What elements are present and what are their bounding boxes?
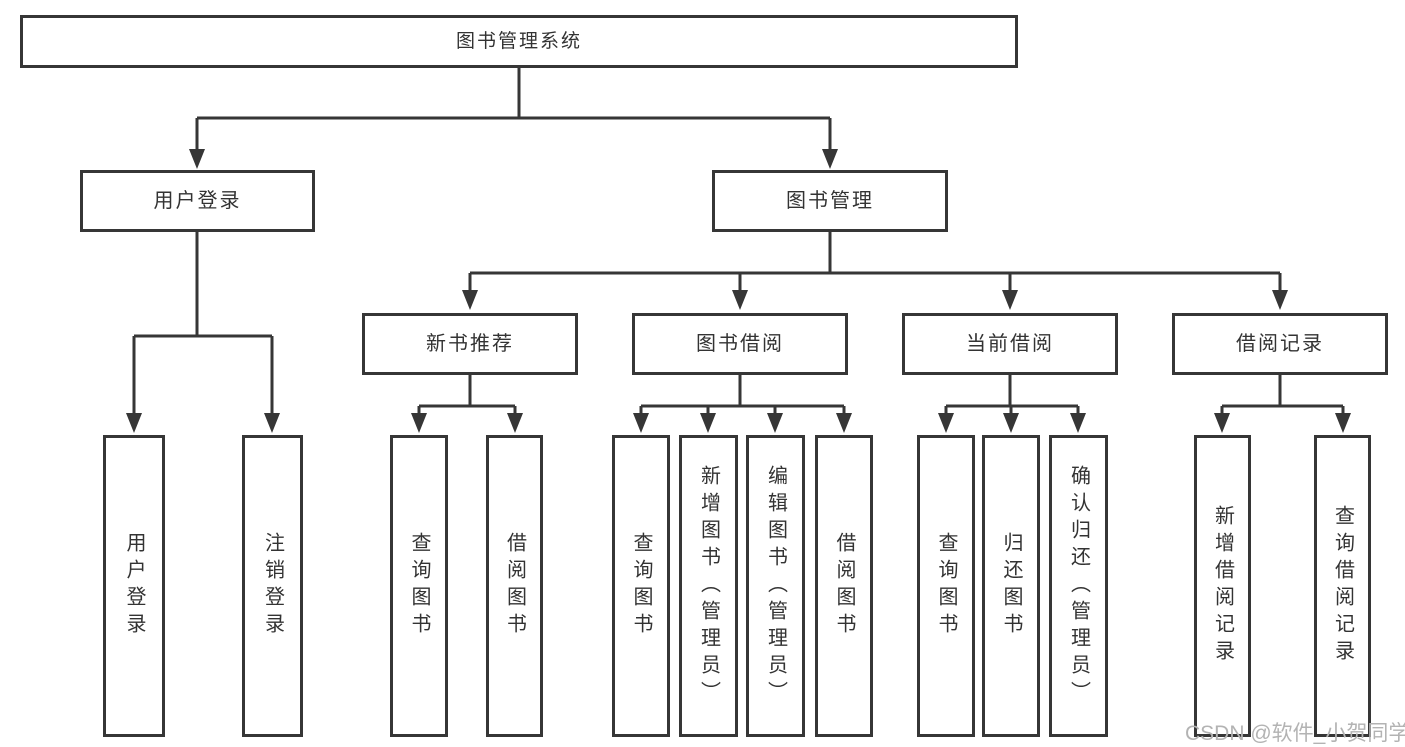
leaf-user-login: 用户登录 (103, 435, 165, 737)
arrowhead (822, 149, 838, 169)
arrowhead (700, 413, 716, 433)
leaf-br-add-record: 新增借阅记录 (1194, 435, 1251, 737)
connector-root-arrowheads (189, 149, 838, 169)
connector-book-management-arrowheads (462, 290, 1288, 310)
connector-current-borrow-children (944, 375, 1080, 415)
arrowhead (1002, 290, 1018, 310)
leaf-bb-edit-books-admin-label: 编辑图书（管理员） (764, 464, 787, 708)
csdn-watermark: CSDN @软件_小贺同学 (1185, 722, 1405, 745)
node-current-borrow-label: 当前借阅 (966, 333, 1054, 355)
node-book-management: 图书管理 (712, 170, 948, 232)
node-book-borrow: 图书借阅 (632, 313, 848, 375)
leaf-bb-query-books-label: 查询图书 (630, 532, 652, 640)
leaf-bb-query-books: 查询图书 (612, 435, 670, 737)
leaf-nbr-query-books-label: 查询图书 (408, 532, 430, 640)
node-user-login-label: 用户登录 (153, 190, 242, 212)
connector-current-borrow-arrowheads (938, 413, 1086, 433)
connector-book-management-children (468, 232, 1282, 292)
node-user-login: 用户登录 (80, 170, 315, 232)
node-book-management-label: 图书管理 (786, 190, 874, 212)
connector-book-borrow-arrowheads (633, 413, 852, 433)
connector-new-book-recommend-children (417, 375, 517, 415)
node-borrow-record-label: 借阅记录 (1236, 333, 1324, 355)
arrowhead (633, 413, 649, 433)
node-new-book-recommend: 新书推荐 (362, 313, 578, 375)
leaf-logout-label: 注销登录 (261, 532, 284, 640)
connector-user-login-arrowheads (126, 413, 280, 433)
connector-borrow-record-arrowheads (1214, 413, 1351, 433)
arrowhead (1003, 413, 1019, 433)
connector-book-borrow-children (639, 375, 846, 415)
arrowhead (1272, 290, 1288, 310)
leaf-bb-edit-books-admin: 编辑图书（管理员） (746, 435, 805, 737)
leaf-user-login-label: 用户登录 (123, 532, 145, 640)
arrowhead (264, 413, 280, 433)
leaf-bb-add-books-admin-label: 新增图书（管理员） (697, 464, 720, 708)
node-borrow-record: 借阅记录 (1172, 313, 1388, 375)
leaf-nbr-borrow-books: 借阅图书 (486, 435, 543, 737)
leaf-nbr-borrow-books-label: 借阅图书 (503, 532, 526, 640)
arrowhead (411, 413, 427, 433)
arrowhead (189, 149, 205, 169)
leaf-nbr-query-books: 查询图书 (390, 435, 448, 737)
node-root-label: 图书管理系统 (455, 31, 582, 52)
arrowhead (126, 413, 142, 433)
leaf-logout: 注销登录 (242, 435, 303, 737)
node-book-borrow-label: 图书借阅 (696, 333, 784, 355)
leaf-bb-borrow-books: 借阅图书 (815, 435, 873, 737)
leaf-cb-confirm-return-admin-label: 确认归还（管理员） (1067, 464, 1090, 708)
arrowhead (507, 413, 523, 433)
connector-borrow-record-children (1220, 375, 1345, 415)
leaf-br-add-record-label: 新增借阅记录 (1211, 505, 1234, 667)
node-new-book-recommend-label: 新书推荐 (426, 333, 514, 355)
leaf-bb-add-books-admin: 新增图书（管理员） (679, 435, 738, 737)
connector-root-to-level2 (195, 68, 832, 151)
connector-new-book-recommend-arrowheads (411, 413, 523, 433)
node-root-system: 图书管理系统 (20, 15, 1018, 68)
leaf-cb-query-books-label: 查询图书 (935, 532, 957, 640)
leaf-bb-borrow-books-label: 借阅图书 (833, 532, 855, 640)
leaf-cb-return-books: 归还图书 (982, 435, 1040, 737)
leaf-br-query-record: 查询借阅记录 (1314, 435, 1371, 737)
leaf-br-query-record-label: 查询借阅记录 (1331, 505, 1354, 667)
arrowhead (836, 413, 852, 433)
arrowhead (732, 290, 748, 310)
connector-user-login-children (132, 232, 274, 415)
arrowhead (767, 413, 783, 433)
leaf-cb-query-books: 查询图书 (917, 435, 975, 737)
leaf-cb-return-books-label: 归还图书 (1000, 532, 1022, 640)
leaf-cb-confirm-return-admin: 确认归还（管理员） (1049, 435, 1108, 737)
arrowhead (1070, 413, 1086, 433)
node-current-borrow: 当前借阅 (902, 313, 1118, 375)
arrowhead (938, 413, 954, 433)
arrowhead (1335, 413, 1351, 433)
arrowhead (1214, 413, 1230, 433)
arrowhead (462, 290, 478, 310)
